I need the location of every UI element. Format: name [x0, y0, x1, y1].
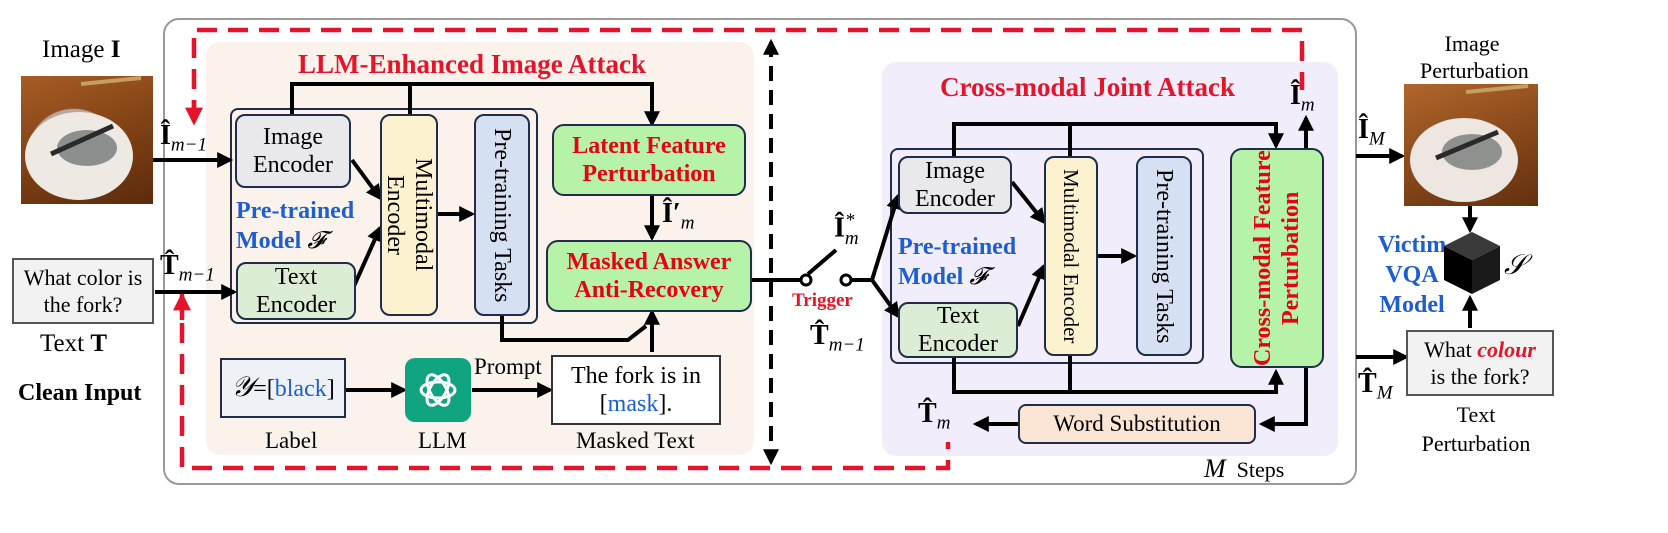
cross-modal-feature-perturbation: Cross-modal Feature Perturbation	[1230, 148, 1324, 368]
i-star-label: Î*m	[834, 210, 859, 249]
word-substitution: Word Substitution	[1018, 404, 1256, 444]
masked-answer-anti-recovery: Masked Answer Anti-Recovery	[546, 240, 752, 312]
steps-label: M Steps	[1204, 454, 1285, 483]
cross-pretrained-model-label: Pre-trained Model 𝓕	[898, 234, 1017, 290]
victim-symbol: 𝒮	[1504, 250, 1526, 281]
llm-caption: LLM	[418, 428, 467, 453]
cross-text-encoder: Text Encoder	[898, 302, 1018, 358]
outer-frame	[163, 18, 1357, 485]
perturbed-image	[1404, 84, 1538, 206]
switch-left-node	[799, 273, 813, 287]
cross-image-encoder: Image Encoder	[898, 156, 1012, 214]
cross-model-frame	[890, 148, 1204, 364]
llm-text-encoder: Text Encoder	[236, 262, 356, 320]
llm-pretraining-tasks: Pre-training Tasks	[474, 114, 530, 316]
trigger-label: Trigger	[792, 290, 853, 311]
i-m-label: Îm	[1290, 80, 1315, 116]
text-label: Text T	[40, 330, 108, 357]
clean-image	[21, 76, 153, 204]
cross-pretraining-tasks: Pre-training Tasks	[1136, 156, 1192, 356]
llm-panel-title: LLM-Enhanced Image Attack	[298, 49, 647, 79]
llm-pretrained-model-label: Pre-trained Model 𝓕	[236, 198, 355, 254]
clean-question-box: What color is the fork?	[12, 258, 154, 324]
i-prev-label: Îm−1	[160, 120, 207, 156]
victim-vqa-label: Victim VQA Model	[1377, 232, 1447, 318]
clean-input-label: Clean Input	[18, 380, 142, 406]
t-prev-mid-label: T̂m−1	[810, 320, 865, 356]
text-perturbation-label: Text Perturbation	[1421, 402, 1531, 456]
i-M-label: ÎM	[1358, 114, 1385, 150]
label-box: 𝒴=[black]	[220, 358, 346, 418]
llm-model-frame	[230, 108, 538, 324]
t-prev-label: T̂m−1	[160, 250, 215, 286]
latent-feature-perturbation: Latent Feature Perturbation	[552, 124, 746, 196]
llm-openai-icon	[405, 358, 471, 422]
black-arrows	[152, 82, 1478, 432]
prompt-label: Prompt	[474, 354, 542, 379]
plate-fork-picture	[25, 76, 142, 200]
red-dashed-loop	[179, 27, 1305, 471]
t-m-label: T̂m	[918, 398, 951, 434]
cross-panel-title: Cross-modal Joint Attack	[940, 72, 1236, 102]
i-prime-label: Î′m	[662, 198, 695, 234]
label-caption: Label	[265, 428, 318, 453]
llm-image-encoder: Image Encoder	[235, 114, 351, 188]
t-M-label: T̂M	[1358, 368, 1393, 404]
cross-multimodal-encoder: Multimodal Encoder	[1044, 156, 1098, 356]
masked-text-caption: Masked Text	[576, 428, 695, 453]
image-perturbation-label: Image Perturbation	[1420, 31, 1529, 83]
masked-text-box: The fork is in[mask].	[551, 355, 721, 425]
switch-right-node	[839, 273, 853, 287]
perturbed-plate-picture	[1410, 84, 1529, 202]
llm-multimodal-encoder: Multimodal Encoder	[380, 114, 438, 316]
image-label: Image I	[42, 36, 121, 63]
